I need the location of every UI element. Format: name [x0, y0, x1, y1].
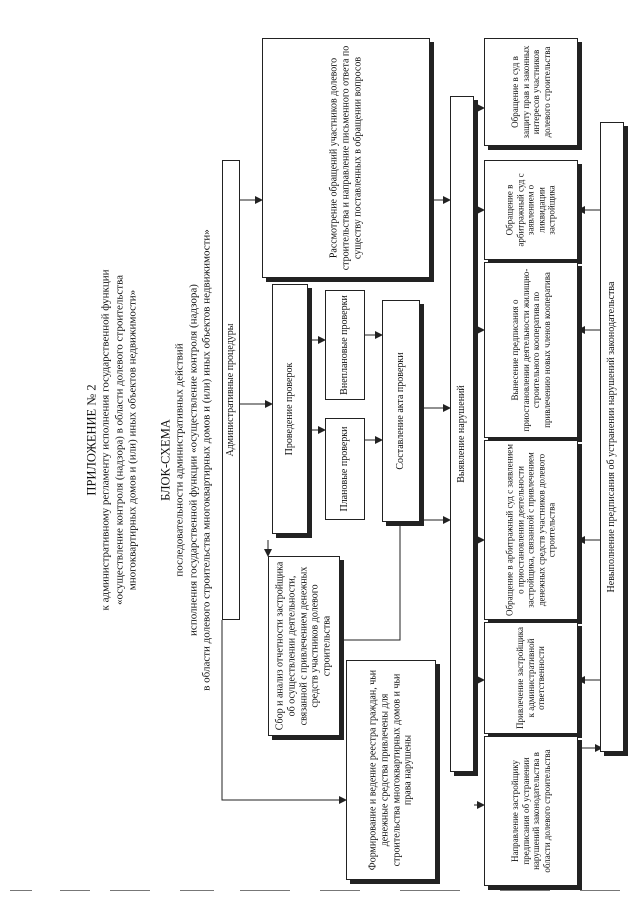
schema-line-3: в области долевого строительства многокв… — [200, 229, 213, 691]
label-consideration: Рассмотрение обращений участников долево… — [328, 45, 363, 271]
label-liability: Привлечение застройщика к административн… — [515, 627, 547, 729]
appendix-header: ПРИЛОЖЕНИЕ № 2 к административному регла… — [72, 230, 152, 650]
box-non-compliance: Невыполнение предписания об устранении н… — [600, 122, 624, 752]
scan-artifact — [320, 890, 360, 891]
box-collection: Сбор и анализ отчетности застройщика об … — [268, 556, 340, 736]
label-court-rights: Обращение в суд в защиту прав и законных… — [509, 45, 552, 139]
box-consideration: Рассмотрение обращений участников долево… — [262, 38, 430, 278]
scan-artifact — [500, 890, 550, 891]
schema-title-block: БЛОК-СХЕМА последовательности администра… — [150, 200, 222, 720]
label-collection: Сбор и анализ отчетности застройщика об … — [274, 561, 333, 731]
scan-artifact — [110, 890, 150, 891]
label-inspections: Проведение проверок — [284, 362, 296, 456]
schema-title: БЛОК-СХЕМА — [158, 419, 173, 501]
arrow-order-to-noncompliance — [573, 744, 603, 760]
appendix-line-2: «осуществление контроля (надзора) в обла… — [112, 274, 125, 606]
box-unplanned: Внеплановые проверки — [325, 290, 365, 400]
appendix-line-1: к административному регламенту исполнени… — [99, 269, 112, 611]
scan-artifact — [60, 890, 90, 891]
box-inspection-act: Составление акта проверки — [382, 300, 420, 522]
scan-artifact — [400, 890, 460, 891]
box-liability: Привлечение застройщика к административн… — [484, 622, 578, 734]
box-admin-procedures: Административные процедуры — [222, 160, 240, 620]
scan-artifact — [240, 890, 290, 891]
appendix-number: ПРИЛОЖЕНИЕ № 2 — [84, 384, 99, 496]
label-cooperative: Вынесение предписания о приостановлении … — [509, 268, 552, 432]
box-inspections: Проведение проверок — [272, 284, 308, 534]
label-violations: Выявление нарушений — [456, 385, 468, 483]
arrow-admin-to-registry — [221, 620, 347, 804]
box-violations: Выявление нарушений — [450, 96, 474, 772]
box-planned: Плановые проверки — [325, 418, 365, 520]
scan-artifact — [10, 890, 32, 891]
label-non-compliance: Невыполнение предписания об устранении н… — [606, 281, 618, 593]
label-unplanned: Внеплановые проверки — [339, 295, 351, 395]
label-court-liquidation: Обращение в арбитражный суд с заявлением… — [504, 173, 557, 247]
box-court-liquidation: Обращение в арбитражный суд с заявлением… — [484, 160, 578, 260]
box-order: Направление застройщику предписания об у… — [484, 736, 578, 886]
scan-artifact — [180, 890, 214, 891]
label-admin-procedures: Административные процедуры — [225, 323, 237, 457]
schema-line-1: последовательности административных дейс… — [173, 343, 186, 577]
label-inspection-act: Составление акта проверки — [395, 352, 407, 470]
box-court-rights: Обращение в суд в защиту прав и законных… — [484, 38, 578, 146]
scan-artifact — [580, 890, 620, 891]
appendix-line-3: многоквартирных домов и (или) иных объек… — [126, 289, 139, 591]
label-registry: Формирование и ведение реестра граждан, … — [367, 669, 414, 871]
arrow-collection-to-violations — [340, 516, 451, 641]
box-court-suspension: Обращение в арбитражный суд с заявлением… — [484, 440, 578, 620]
label-court-suspension: Обращение в арбитражный суд с заявлением… — [504, 444, 557, 616]
schema-line-2: исполнения государственной функции «осущ… — [186, 284, 199, 636]
label-planned: Плановые проверки — [339, 426, 351, 512]
box-cooperative: Вынесение предписания о приостановлении … — [484, 262, 578, 438]
box-registry: Формирование и ведение реестра граждан, … — [346, 660, 436, 880]
label-order: Направление застройщику предписания об у… — [509, 749, 552, 873]
